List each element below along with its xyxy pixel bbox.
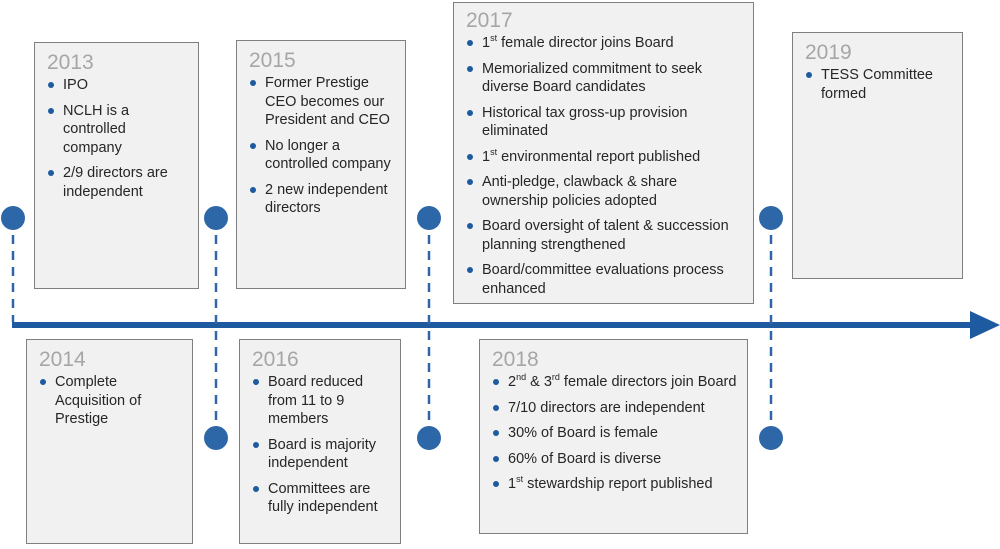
milestone-item: 1st environmental report published bbox=[466, 146, 743, 167]
milestone-item: 30% of Board is female bbox=[492, 424, 737, 443]
item-text: Committees are fully independent bbox=[268, 480, 378, 516]
milestone-item: Board reduced from 11 to 9 members bbox=[252, 373, 390, 429]
milestone-item: Historical tax gross-up provision elimin… bbox=[466, 104, 743, 141]
milestone-list: Complete Acquisition of Prestige bbox=[39, 373, 182, 429]
milestone-item: TESS Committee formed bbox=[805, 66, 952, 103]
milestone-item: 7/10 directors are independent bbox=[492, 399, 737, 418]
timeline-arrowhead bbox=[970, 311, 1000, 339]
item-text: Memorialized commitment to seek diverse … bbox=[482, 60, 702, 96]
item-text: No longer a controlled company bbox=[265, 137, 391, 173]
item-text: 60% of Board is diverse bbox=[508, 450, 662, 467]
year-label: 2018 bbox=[492, 348, 539, 371]
item-text: Historical tax gross-up provision elimin… bbox=[482, 104, 688, 140]
ordinal-suffix: nd bbox=[516, 372, 527, 383]
milestone-card-2015: 2015 Former Prestige CEO becomes our Pre… bbox=[236, 40, 406, 289]
item-text: TESS Committee formed bbox=[821, 67, 933, 102]
milestone-card-2014: 2014 Complete Acquisition of Prestige bbox=[26, 339, 193, 544]
item-text: environmental report published bbox=[497, 148, 701, 165]
milestone-item: Committees are fully independent bbox=[252, 480, 390, 517]
ordinal-number: & 3 bbox=[526, 374, 552, 390]
marker-2016 bbox=[204, 426, 228, 450]
marker-2019 bbox=[759, 206, 783, 230]
milestone-list: TESS Committee formed bbox=[805, 66, 952, 103]
marker-2015 bbox=[204, 206, 228, 230]
ordinal-suffix: st bbox=[490, 146, 498, 157]
milestone-item: Anti-pledge, clawback & share ownership … bbox=[466, 173, 743, 210]
marker-2018 bbox=[417, 426, 441, 450]
milestone-item: Complete Acquisition of Prestige bbox=[39, 373, 182, 429]
milestone-list: 2nd & 3rd female directors join Board 7/1… bbox=[492, 373, 737, 494]
item-text: Former Prestige CEO becomes our Presiden… bbox=[265, 75, 390, 128]
milestone-item: NCLH is a controlled company bbox=[47, 102, 188, 158]
ordinal-number: 1 bbox=[482, 35, 491, 51]
item-text: female directors join Board bbox=[559, 374, 737, 390]
marker-2017 bbox=[417, 206, 441, 230]
milestone-item: Board is majority independent bbox=[252, 436, 390, 473]
year-label: 2016 bbox=[252, 348, 299, 371]
marker-2013 bbox=[1, 206, 25, 230]
ordinal-suffix: st bbox=[516, 474, 524, 485]
item-text: Board/committee evaluations process enha… bbox=[482, 262, 724, 297]
ordinal-number: 1 bbox=[482, 148, 491, 165]
year-label: 2013 bbox=[47, 51, 94, 74]
item-text: 7/10 directors are independent bbox=[508, 399, 705, 416]
milestone-item: IPO bbox=[47, 76, 188, 95]
milestone-item: Board oversight of talent & succession p… bbox=[466, 217, 743, 254]
milestone-item: Former Prestige CEO becomes our Presiden… bbox=[249, 74, 395, 130]
milestone-card-2019: 2019 TESS Committee formed bbox=[792, 32, 963, 279]
year-label: 2019 bbox=[805, 41, 852, 64]
item-text: stewardship report published bbox=[523, 476, 713, 492]
milestone-item: No longer a controlled company bbox=[249, 137, 395, 174]
year-label: 2014 bbox=[39, 348, 86, 371]
milestone-item: 60% of Board is diverse bbox=[492, 450, 737, 469]
year-label: 2017 bbox=[466, 9, 513, 32]
milestone-card-2018: 2018 2nd & 3rd female directors join Boa… bbox=[479, 339, 748, 534]
milestone-card-2013: 2013 IPO NCLH is a controlled company 2/9 … bbox=[34, 42, 199, 289]
milestone-item: 2/9 directors are independent bbox=[47, 164, 188, 201]
item-text: female director joins Board bbox=[497, 35, 674, 51]
item-text: 30% of Board is female bbox=[508, 425, 658, 441]
item-text: NCLH is a controlled company bbox=[63, 102, 130, 156]
item-text: Board is majority independent bbox=[268, 436, 376, 472]
item-text: IPO bbox=[63, 77, 88, 93]
ordinal-number: 1 bbox=[508, 476, 517, 492]
ordinal-suffix: st bbox=[490, 33, 498, 44]
item-text: Complete Acquisition of Prestige bbox=[55, 374, 142, 427]
milestone-item: Memorialized commitment to seek diverse … bbox=[466, 60, 743, 97]
milestone-item: Board/committee evaluations process enha… bbox=[466, 261, 743, 298]
milestone-item: 2nd & 3rd female directors join Board bbox=[492, 373, 737, 392]
item-text: 2 new independent directors bbox=[265, 181, 388, 217]
milestone-item: 2 new independent directors bbox=[249, 181, 395, 218]
item-text: 2/9 directors are independent bbox=[63, 165, 168, 200]
ordinal-number: 2 bbox=[508, 374, 517, 390]
ordinal-suffix: rd bbox=[551, 372, 560, 383]
year-label: 2015 bbox=[249, 49, 296, 72]
milestone-item: 1st stewardship report published bbox=[492, 475, 737, 494]
item-text: Board reduced from 11 to 9 members bbox=[268, 374, 364, 427]
item-text: Board oversight of talent & succession p… bbox=[482, 218, 729, 253]
item-text: Anti-pledge, clawback & share ownership … bbox=[482, 174, 678, 209]
milestone-list: Former Prestige CEO becomes our Presiden… bbox=[249, 74, 395, 218]
milestone-list: IPO NCLH is a controlled company 2/9 direc… bbox=[47, 76, 188, 201]
marker-2019-lower bbox=[759, 426, 783, 450]
milestone-item: 1st female director joins Board bbox=[466, 34, 743, 53]
